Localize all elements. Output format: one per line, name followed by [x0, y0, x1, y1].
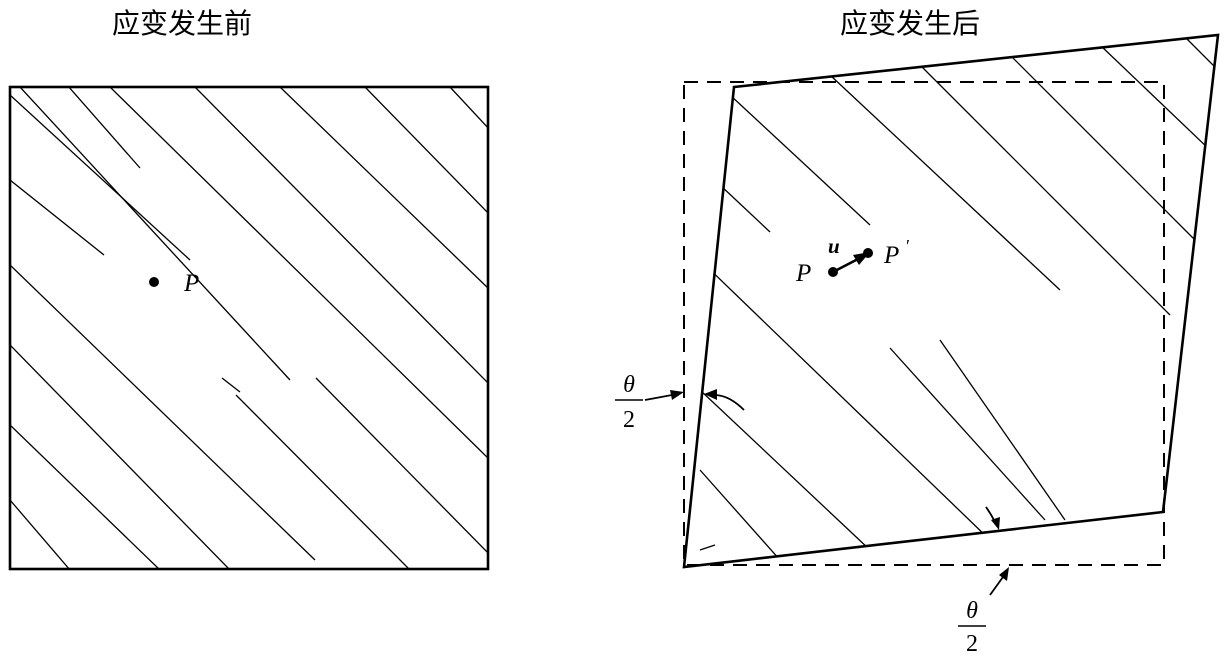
point-p-after [828, 267, 838, 277]
label-p-after: P [795, 260, 811, 287]
angle-left-numerator: θ [623, 372, 635, 398]
original-square-dashed [683, 81, 1165, 566]
hatch-before [10, 87, 488, 569]
deformed-shape [682, 33, 1220, 569]
arrow-down-icon [991, 517, 1000, 530]
angle-bottom-denominator: 2 [966, 631, 978, 657]
square-before [8, 85, 490, 571]
angle-annotation-bottom: θ 2 [958, 506, 1009, 657]
point-p [149, 277, 159, 287]
title-before-strain: 应变发生前 [112, 7, 253, 40]
label-p-prime: P [883, 242, 899, 269]
point-p-prime [863, 248, 873, 258]
hatch-after [699, 36, 1218, 561]
angle-bottom-numerator: θ [966, 598, 978, 624]
panel-after: P P ′ u θ 2 θ 2 [615, 33, 1220, 657]
title-after-strain: 应变发生后 [840, 7, 981, 40]
arrow-left-icon [704, 389, 717, 400]
label-prime-mark: ′ [906, 236, 910, 256]
arrow-up-icon [999, 567, 1009, 581]
angle-left-denominator: 2 [623, 407, 635, 433]
arrow-right-icon [670, 390, 684, 400]
angle-annotation-left: θ 2 [615, 372, 745, 433]
label-u: u [828, 234, 840, 258]
label-p: P [183, 270, 199, 297]
panel-before: P [8, 85, 490, 571]
